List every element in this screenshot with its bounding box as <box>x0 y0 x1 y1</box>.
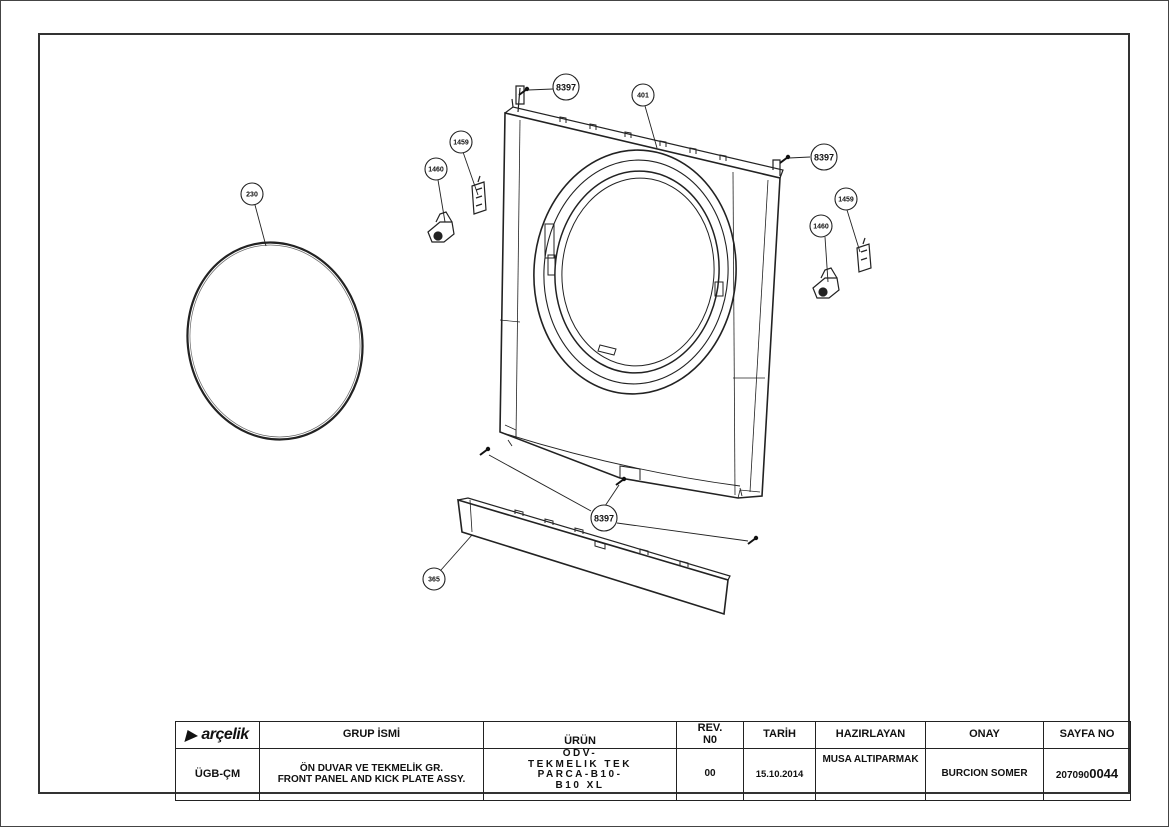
screw-8397-bottom-left <box>479 445 492 456</box>
callout-8397-right: 8397 <box>810 143 838 171</box>
group-name-value: ÖN DUVAR VE TEKMELİK GR. FRONT PANEL AND… <box>259 748 484 801</box>
product-value: ODV- TEKMELIK TEK PARCA-B10- B10 XL <box>483 748 677 801</box>
callout-1459-left: 1459 <box>449 130 473 154</box>
callout-1459-right: 1459 <box>834 187 858 211</box>
callout-365: 365 <box>422 567 446 591</box>
hinge-bracket-1459-left <box>471 175 487 215</box>
group-name-header: GRUP İSMİ <box>259 721 484 749</box>
page-no-prefix: 207090 <box>1055 770 1090 782</box>
group-name-line-1: ÖN DUVAR VE TEKMELİK GR. <box>299 763 444 774</box>
screw-8397-right <box>779 153 792 164</box>
group-name-line-2: FRONT PANEL AND KICK PLATE ASSY. <box>277 773 466 785</box>
kick-plate-365 <box>457 497 731 616</box>
callout-401: 401 <box>631 83 655 107</box>
title-block: arçelik GRUP İSMİ ÜRÜN REV. N0 TARİH HAZ… <box>175 721 1131 801</box>
svg-text:1459: 1459 <box>453 140 469 147</box>
approval-header: ONAY <box>925 721 1044 749</box>
svg-text:8397: 8397 <box>556 83 576 93</box>
logo-text: arçelik <box>201 725 249 743</box>
svg-text:401: 401 <box>637 93 649 100</box>
door-gasket-ring-230 <box>186 241 364 441</box>
product-line-1: ODV- <box>562 748 598 759</box>
svg-text:1459: 1459 <box>838 197 854 204</box>
unit-code: ÜGB-ÇM <box>175 748 260 801</box>
callout-1460-left: 1460 <box>424 157 448 181</box>
arcelik-logo-icon <box>184 729 200 742</box>
svg-text:365: 365 <box>428 577 440 584</box>
svg-text:230: 230 <box>246 192 258 199</box>
lock-mechanism-1460-right <box>812 267 840 299</box>
prepared-by-header: HAZIRLAYAN <box>815 721 926 749</box>
lock-mechanism-1460-left <box>427 211 455 243</box>
rev-no-header-text: REV. N0 <box>697 722 723 746</box>
page-no-header: SAYFA NO <box>1043 721 1131 749</box>
svg-text:8397: 8397 <box>594 514 614 524</box>
approval-value: BURCION SOMER <box>925 748 1044 801</box>
callout-230: 230 <box>240 182 264 206</box>
svg-text:8397: 8397 <box>814 153 834 163</box>
product-line-3: PARCA-B10- <box>537 769 623 780</box>
logo-cell: arçelik <box>175 721 260 749</box>
svg-text:1460: 1460 <box>428 167 444 174</box>
front-panel-401 <box>499 85 784 499</box>
product-header: ÜRÜN <box>483 721 677 749</box>
product-line-4: B10 XL <box>555 779 605 791</box>
product-line-2: TEKMELIK TEK <box>528 758 632 770</box>
rev-no-header: REV. N0 <box>676 721 744 749</box>
callout-8397-bottom: 8397 <box>590 504 618 532</box>
prepared-by-value: MUSA ALTIPARMAK <box>815 748 926 801</box>
callout-8397-top: 8397 <box>552 73 580 101</box>
svg-text:1460: 1460 <box>813 224 829 231</box>
rev-no-value: 00 <box>676 748 744 801</box>
date-value: 15.10.2014 <box>743 748 816 801</box>
leader-lines <box>254 88 861 571</box>
screw-8397-bottom-right <box>747 534 760 545</box>
hinge-bracket-1459-right <box>856 237 872 273</box>
date-header: TARİH <box>743 721 816 749</box>
callout-1460-right: 1460 <box>809 214 833 238</box>
page-no-value: 2070900044 <box>1043 748 1131 801</box>
page-no-suffix: 0044 <box>1089 766 1119 782</box>
